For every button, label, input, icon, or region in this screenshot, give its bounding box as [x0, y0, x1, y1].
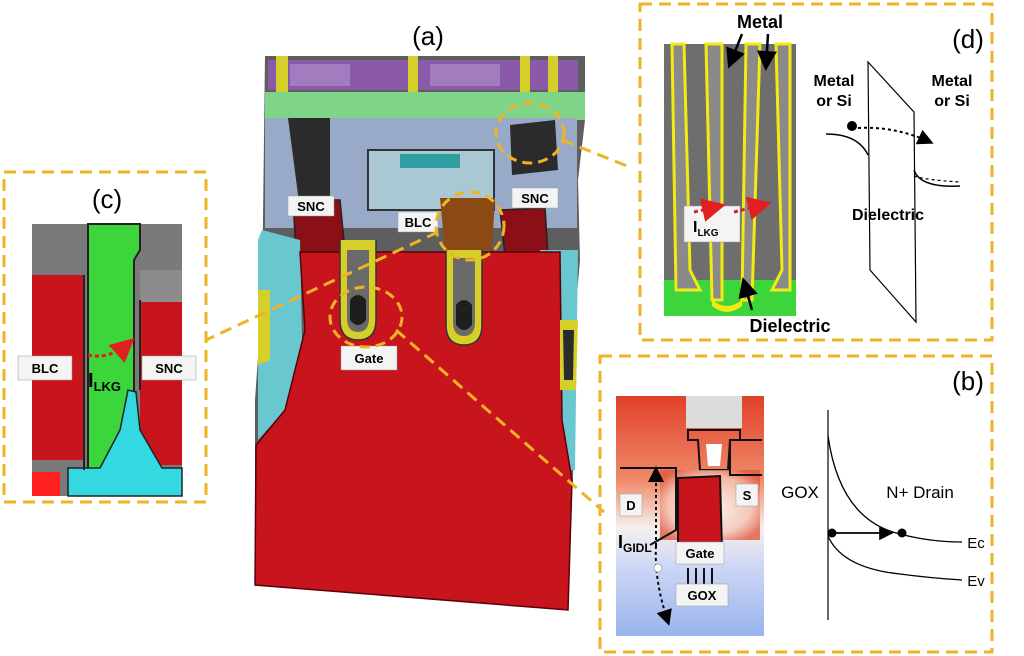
- panel-b: (b) D S Gate GOX IGIDL GOX N+: [598, 354, 994, 654]
- zoom-circle-d: [494, 101, 566, 165]
- gate-label: Gate: [355, 351, 384, 366]
- panel-d-metal-label: Metal: [737, 12, 783, 32]
- panel-d-dielectric-label: Dielectric: [749, 316, 830, 336]
- panel-b-gate-label: Gate: [686, 546, 715, 561]
- panel-d-label: (d): [952, 24, 984, 54]
- band-right-curve: [913, 169, 961, 187]
- band-right-metal-label: Metal: [932, 73, 973, 90]
- panel-c-frame: [2, 170, 208, 504]
- metal-arrow-1: [726, 33, 745, 69]
- panel-a: (a): [205, 21, 633, 611]
- tunneling-arrow: [857, 126, 934, 145]
- gate-edge-left: [258, 290, 270, 365]
- band-left-si-label: or Si: [816, 93, 852, 110]
- panel-b-n-drain-label: N+ Drain: [886, 483, 954, 502]
- green-band: [265, 92, 585, 120]
- gate-middle: [445, 250, 483, 346]
- zoom-circle-c: [434, 190, 506, 262]
- panel-c-leakage-arrow: [87, 337, 135, 363]
- metal-arrow-2: [756, 33, 777, 71]
- panel-b-current-label: IGIDL: [618, 532, 652, 555]
- cyan-region-left: [258, 230, 302, 440]
- panel-c-snc-label: SNC: [155, 361, 183, 376]
- blc-label: BLC: [405, 215, 432, 230]
- panel-b-gox-label: GOX: [688, 588, 717, 603]
- panel-b-ec-label: Ec: [967, 535, 985, 552]
- band-left-metal-label: Metal: [814, 73, 855, 90]
- panel-b-gox-axis-label: GOX: [781, 483, 819, 502]
- gate-edge-right: [560, 320, 578, 390]
- panel-b-label: (b): [952, 366, 984, 396]
- panel-d-frame: [638, 2, 994, 342]
- connector-to-b: [395, 328, 605, 514]
- dielectric-arrow: [738, 277, 758, 311]
- panel-c-blc-label: BLC: [32, 361, 59, 376]
- panel-d-leakage-arrow-1: [693, 198, 726, 222]
- band-right-si-label: or Si: [934, 93, 970, 110]
- connector-to-c: [205, 230, 439, 342]
- panel-b-source-label: S: [743, 488, 752, 503]
- panel-c-label: (c): [92, 184, 122, 214]
- panel-d: (d) Metal ILKG Dielectric Metal or Si Me…: [638, 2, 994, 342]
- panel-a-label: (a): [412, 21, 444, 51]
- dielectric-barrier: [867, 60, 917, 324]
- zoom-circle-b: [328, 285, 404, 349]
- panel-b-drain-label: D: [626, 498, 635, 513]
- panel-b-frame: [598, 354, 994, 654]
- panel-b-ev-label: Ev: [967, 573, 985, 590]
- gate-left: [339, 240, 377, 341]
- panel-d-current-label: ILKG: [693, 219, 719, 239]
- snc-left-label: SNC: [297, 199, 325, 214]
- ev-curve: [827, 535, 963, 581]
- panel-c-current-label: ILKG: [88, 370, 121, 394]
- band-left-curve: [825, 133, 869, 156]
- panel-d-image: [664, 42, 796, 316]
- snc-right-label: SNC: [521, 191, 549, 206]
- panel-d-leakage-arrow-2: [733, 196, 772, 221]
- band-electron-right: [897, 528, 907, 538]
- electron-dot: [847, 121, 857, 131]
- connector-to-d: [561, 138, 633, 170]
- gidl-arrow-down: [654, 545, 672, 626]
- panel-c: (c) BLC SNC ILKG: [2, 170, 208, 504]
- band-dielectric-label: Dielectric: [852, 207, 924, 224]
- band-electron-left: [827, 528, 837, 538]
